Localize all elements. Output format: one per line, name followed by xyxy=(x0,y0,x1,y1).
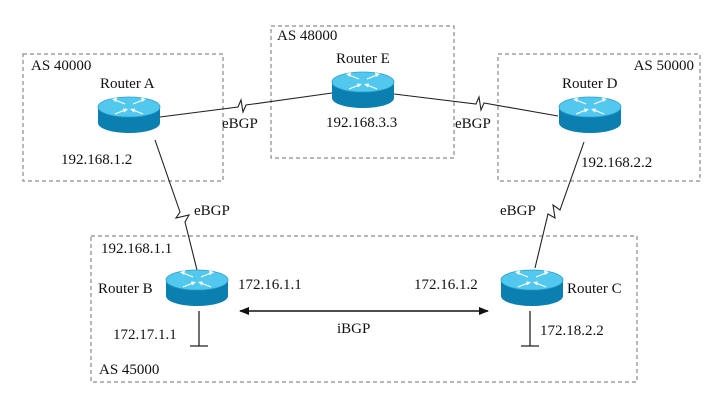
router-b-ip-upper: 192.168.1.1 xyxy=(101,241,172,257)
link-a-b xyxy=(154,139,198,271)
router-b-name: Router B xyxy=(98,281,153,297)
router-c-name: Router C xyxy=(567,281,622,297)
as-50000-box xyxy=(497,53,701,182)
router-c-ip-lower: 172.18.2.2 xyxy=(540,323,604,339)
router-c-icon[interactable] xyxy=(500,269,564,307)
link-label-b-c: iBGP xyxy=(337,321,370,337)
router-d-name: Router D xyxy=(562,76,618,92)
link-e-d xyxy=(393,93,559,117)
router-b-ip-lower: 172.17.1.1 xyxy=(113,327,177,343)
router-b-icon[interactable] xyxy=(165,269,229,307)
as-48000-box xyxy=(270,25,455,159)
router-c-ground xyxy=(521,311,539,347)
link-d-c xyxy=(534,141,585,269)
router-a-icon[interactable] xyxy=(97,96,161,134)
link-label-a-b: eBGP xyxy=(194,203,230,219)
router-d-icon[interactable] xyxy=(558,96,622,134)
router-b-ground xyxy=(190,311,208,347)
router-d-ip: 192.168.2.2 xyxy=(581,155,652,171)
as-45000-box xyxy=(90,235,638,383)
router-c-ip-ibgp: 172.16.1.2 xyxy=(414,277,478,293)
as-label-40000: AS 40000 xyxy=(31,58,91,74)
router-e-name: Router E xyxy=(336,51,390,67)
link-a-e xyxy=(159,92,333,118)
router-e-ip: 192.168.3.3 xyxy=(326,115,397,131)
as-40000-box xyxy=(22,53,224,182)
as-label-45000: AS 45000 xyxy=(99,362,159,378)
link-label-d-c: eBGP xyxy=(500,203,536,219)
router-e-icon[interactable] xyxy=(331,71,395,109)
link-label-a-e: eBGP xyxy=(222,116,258,132)
router-a-ip: 192.168.1.2 xyxy=(61,152,132,168)
router-a-name: Router A xyxy=(100,76,155,92)
as-label-48000: AS 48000 xyxy=(277,28,337,44)
as-label-50000: AS 50000 xyxy=(634,58,694,74)
router-b-ip-ibgp: 172.16.1.1 xyxy=(238,277,302,293)
link-label-e-d: eBGP xyxy=(455,116,491,132)
